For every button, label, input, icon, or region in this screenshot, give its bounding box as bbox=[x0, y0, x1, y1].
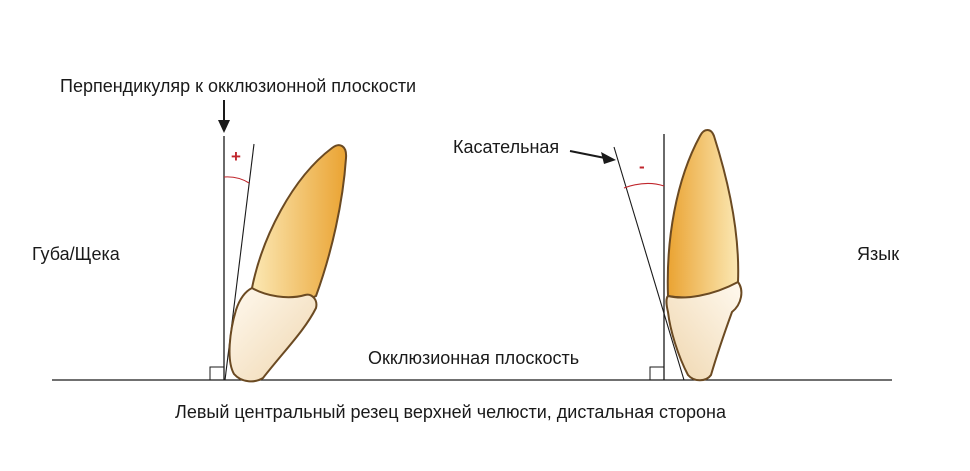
left-angle-sign: + bbox=[231, 147, 241, 166]
tangent-label: Касательная bbox=[453, 137, 559, 157]
left-angle-arc bbox=[223, 176, 250, 184]
right-angle-sign: - bbox=[639, 157, 645, 176]
left-tooth-crown bbox=[228, 286, 318, 383]
right-tooth-root bbox=[666, 129, 740, 299]
right-angle-arc bbox=[623, 182, 665, 189]
right-tooth-crown bbox=[665, 280, 743, 382]
caption: Левый центральный резец верхней челюсти,… bbox=[175, 402, 727, 422]
right-right-angle-marker bbox=[649, 366, 664, 380]
left-right-angle-marker bbox=[209, 366, 224, 380]
tongue-label: Язык bbox=[857, 244, 899, 264]
tangent-arrow bbox=[569, 150, 616, 164]
left-tooth-root bbox=[250, 144, 348, 303]
left-incisor-group bbox=[209, 136, 348, 383]
lip-cheek-label: Губа/Щека bbox=[32, 244, 121, 264]
right-tangent-line bbox=[613, 146, 685, 381]
right-incisor-group bbox=[613, 129, 743, 382]
perpendicular-arrow bbox=[218, 100, 230, 133]
perpendicular-label: Перпендикуляр к окклюзионной плоскости bbox=[60, 76, 416, 96]
occlusal-plane-label: Окклюзионная плоскость bbox=[368, 348, 579, 368]
